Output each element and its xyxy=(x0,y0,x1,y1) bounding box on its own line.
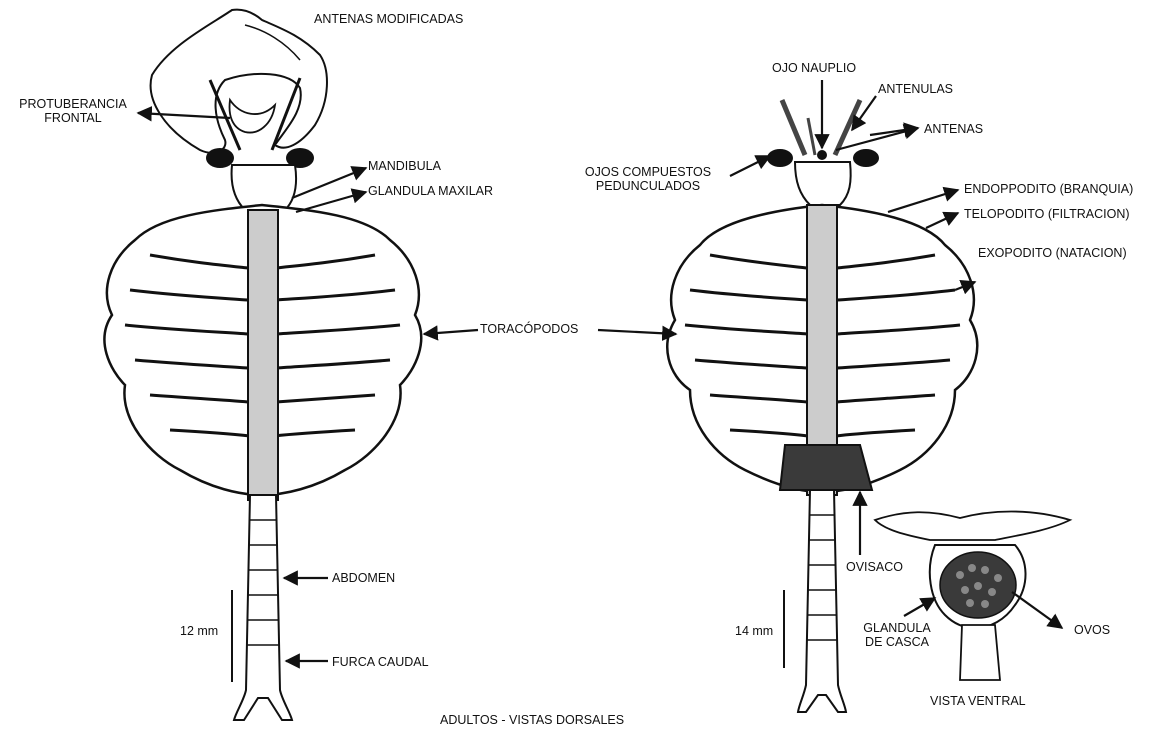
arrow-glandula-maxilar xyxy=(296,192,366,212)
modified-antennae xyxy=(151,10,327,153)
label-vista-ventral: VISTA VENTRAL xyxy=(930,694,1026,708)
label-ojos-line1: OJOS COMPUESTOS xyxy=(568,165,728,179)
label-antenulas: ANTENULAS xyxy=(878,82,953,96)
arrow-toracopodos-right xyxy=(598,330,676,334)
label-ovisaco: OVISACO xyxy=(846,560,903,574)
arrow-telopodito xyxy=(926,213,958,228)
label-telopodito: TELOPODITO (FILTRACION) xyxy=(964,207,1130,221)
label-abdomen: ABDOMEN xyxy=(332,571,395,585)
label-ojos-compuestos: OJOS COMPUESTOS PEDUNCULADOS xyxy=(568,165,728,193)
label-scale-left: 12 mm xyxy=(180,624,218,638)
label-protuberancia-line2: FRONTAL xyxy=(8,111,138,125)
label-protuberancia-line1: PROTUBERANCIA xyxy=(8,97,138,111)
label-exopodito: EXOPODITO (NATACION) xyxy=(978,246,1127,260)
label-protuberancia-frontal: PROTUBERANCIA FRONTAL xyxy=(8,97,138,125)
arrow-ovos xyxy=(1012,592,1062,628)
label-ovos: OVOS xyxy=(1074,623,1110,637)
label-toracopodos: TORACÓPODOS xyxy=(480,322,578,336)
label-ojo-nauplio: OJO NAUPLIO xyxy=(772,61,856,75)
arrow-ojos-compuestos xyxy=(730,156,770,176)
left-specimen xyxy=(104,10,421,720)
arrow-glandula-casca xyxy=(904,598,935,616)
left-eye-left xyxy=(206,148,234,168)
figure-caption: ADULTOS - VISTAS DORSALES xyxy=(440,713,624,727)
arrow-toracopodos xyxy=(424,330,478,334)
label-glandula-casca: GLANDULA DE CASCA xyxy=(852,621,942,649)
label-scale-right: 14 mm xyxy=(735,624,773,638)
left-abdomen xyxy=(234,495,292,720)
label-glandula-maxilar: GLANDULA MAXILAR xyxy=(368,184,493,198)
label-ojos-line2: PEDUNCULADOS xyxy=(568,179,728,193)
arrow-mandibula xyxy=(292,168,366,198)
label-furca-caudal: FURCA CAUDAL xyxy=(332,655,429,669)
label-mandibula: MANDIBULA xyxy=(368,159,441,173)
ventral-inset xyxy=(875,512,1070,681)
label-antenas: ANTENAS xyxy=(924,122,983,136)
label-casca-line2: DE CASCA xyxy=(852,635,942,649)
right-ovisac xyxy=(780,445,872,490)
label-casca-line1: GLANDULA xyxy=(852,621,942,635)
arrow-endopodito xyxy=(888,190,958,212)
label-endopodito: ENDOPPODITO (BRANQUIA) xyxy=(964,182,1133,196)
label-antenas-modificadas: ANTENAS MODIFICADAS xyxy=(314,12,463,26)
